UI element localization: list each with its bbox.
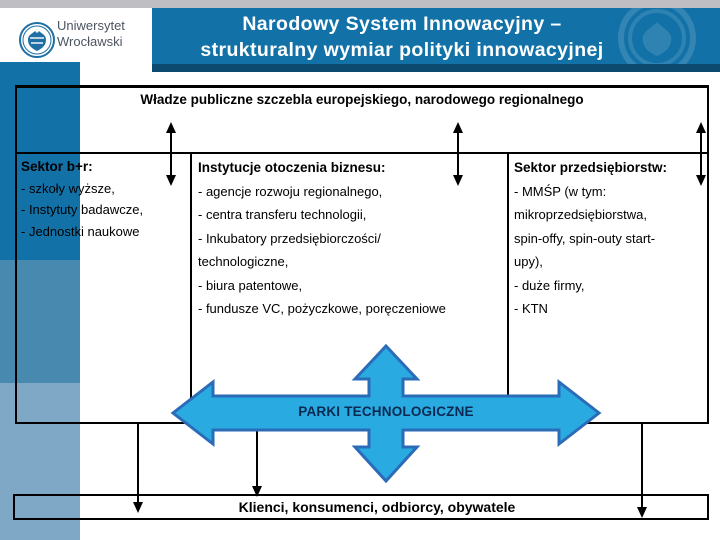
slide-title: Narodowy System Innowacyjny – struktural… [152, 8, 720, 64]
column-instytucje-otoczenia-biznesu: Instytucje otoczenia biznesu: - agencje … [198, 156, 506, 321]
slide-title-line2: strukturalny wymiar polityki innowacyjne… [200, 39, 604, 61]
list-item: - centra transferu technologii, [198, 207, 367, 222]
top-gray-strip [0, 0, 720, 8]
list-item: technologiczne, [198, 254, 289, 269]
column-header: Sektor b+r: [21, 159, 93, 174]
university-name: Uniwersytet Wrocławski [57, 18, 125, 50]
list-item: - duże firmy, [514, 277, 585, 293]
column-header: Sektor przedsiębiorstw: [514, 160, 668, 175]
list-item: mikroprzedsiębiorstwa, [514, 207, 647, 222]
slide-title-line1: Narodowy System Innowacyjny – [242, 13, 562, 35]
list-item: - MMŚP (w tym: [514, 183, 607, 199]
column-divider-2 [507, 154, 509, 424]
list-item: - Inkubatory przedsiębiorczości/ [198, 230, 381, 246]
list-item: - Instytuty badawcze, [21, 202, 144, 217]
bottom-box: Klienci, konsumenci, odbiorcy, obywatele [13, 494, 709, 520]
list-item: upy), [514, 254, 543, 269]
down-arrow-middle [252, 424, 262, 497]
university-eagle-logo-icon [19, 22, 55, 58]
column-divider-1 [190, 154, 192, 424]
eagle-watermark-icon [618, 8, 696, 64]
list-item: - KTN [514, 301, 548, 316]
list-item: spin-offy, spin-outy start- [514, 230, 656, 246]
university-name-line2: Wrocławski [57, 34, 123, 49]
left-accent-bar-middle [0, 260, 80, 383]
university-logo-box: Uniwersytet Wrocławski [0, 8, 152, 62]
column-sektor-br: Sektor b+r: - szkoły wyższe, - Instytuty… [21, 156, 189, 242]
university-name-line1: Uniwersytet [57, 18, 125, 33]
list-item: - szkoły wyższe, [21, 180, 115, 196]
column-sektor-przedsiebiorstw: Sektor przedsiębiorstw: - MMŚP (w tym: m… [514, 156, 708, 321]
parki-technologiczne-label: PARKI TECHNOLOGICZNE [298, 404, 474, 419]
top-box-label: Władze publiczne szczebla europejskiego,… [140, 92, 584, 107]
list-item: - Jednostki naukowe [21, 223, 140, 239]
list-item: - agencje rozwoju regionalnego, [198, 183, 383, 199]
list-item: - biura patentowe, [198, 277, 303, 293]
column-header: Instytucje otoczenia biznesu: [198, 160, 386, 175]
diagram-row-divider [15, 152, 709, 154]
list-item: - fundusze VC, pożyczkowe, poręczeniowe [198, 301, 446, 316]
bottom-box-label: Klienci, konsumenci, odbiorcy, obywatele [238, 499, 516, 515]
left-accent-bar-top [0, 62, 80, 260]
title-underline-bar [152, 64, 720, 72]
slide-title-band: Narodowy System Innowacyjny – struktural… [152, 8, 720, 64]
